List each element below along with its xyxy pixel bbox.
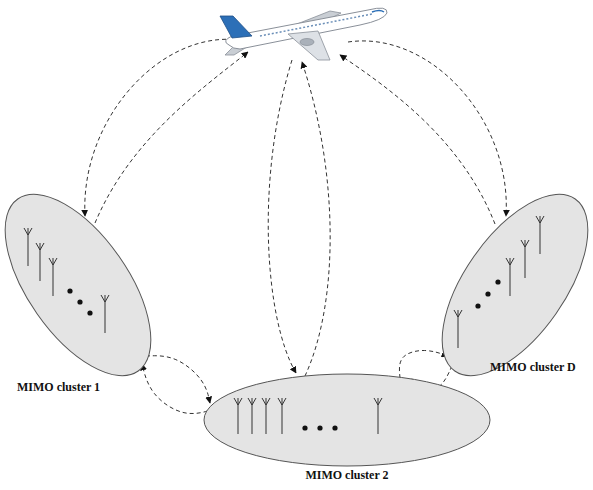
antenna-symbol: [101, 295, 109, 333]
antenna-symbol: [278, 398, 286, 434]
ellipsis-dot: [87, 310, 92, 315]
ellipsis-dot: [302, 425, 307, 430]
mimo-cluster: MIMO cluster 1: [5, 194, 151, 376]
cluster-link: [146, 356, 210, 403]
ellipsis-dot: [485, 291, 490, 296]
airplane-icon: [220, 8, 387, 60]
downlink-path: [85, 39, 240, 216]
downlink-path: [268, 60, 296, 373]
antenna-symbol: [262, 398, 270, 434]
ellipsis-dot: [495, 279, 500, 284]
uplink-path: [302, 62, 330, 376]
downlink-path: [348, 41, 506, 216]
antenna-symbol: [521, 240, 529, 278]
antenna-symbol: [36, 243, 44, 281]
cluster-ellipse: [442, 194, 588, 376]
cluster-ellipse: [5, 194, 151, 376]
uplink-path: [340, 55, 495, 224]
ellipsis-dot: [475, 303, 480, 308]
cluster-label: MIMO cluster 1: [17, 380, 100, 394]
antenna-symbol: [506, 258, 514, 296]
antenna-symbol: [536, 216, 544, 254]
antenna-symbol: [374, 398, 382, 434]
antenna-symbol: [454, 310, 462, 348]
cluster-label: MIMO cluster 2: [305, 468, 388, 482]
antenna-symbol: [49, 258, 57, 296]
uplink-path: [95, 52, 248, 223]
cluster-ellipse: [204, 374, 490, 466]
mimo-cluster: MIMO cluster D: [442, 194, 588, 376]
antenna-symbol: [24, 228, 32, 266]
ellipsis-dot: [317, 425, 322, 430]
cluster-link: [399, 350, 448, 378]
ellipsis-dot: [77, 299, 82, 304]
cluster-label: MIMO cluster D: [490, 360, 576, 374]
ellipsis-dot: [67, 288, 72, 293]
antenna-symbol: [234, 398, 242, 434]
mimo-cluster: MIMO cluster 2: [204, 374, 490, 466]
antenna-symbol: [248, 398, 256, 434]
cluster-link: [142, 364, 214, 414]
ellipsis-dot: [332, 425, 337, 430]
